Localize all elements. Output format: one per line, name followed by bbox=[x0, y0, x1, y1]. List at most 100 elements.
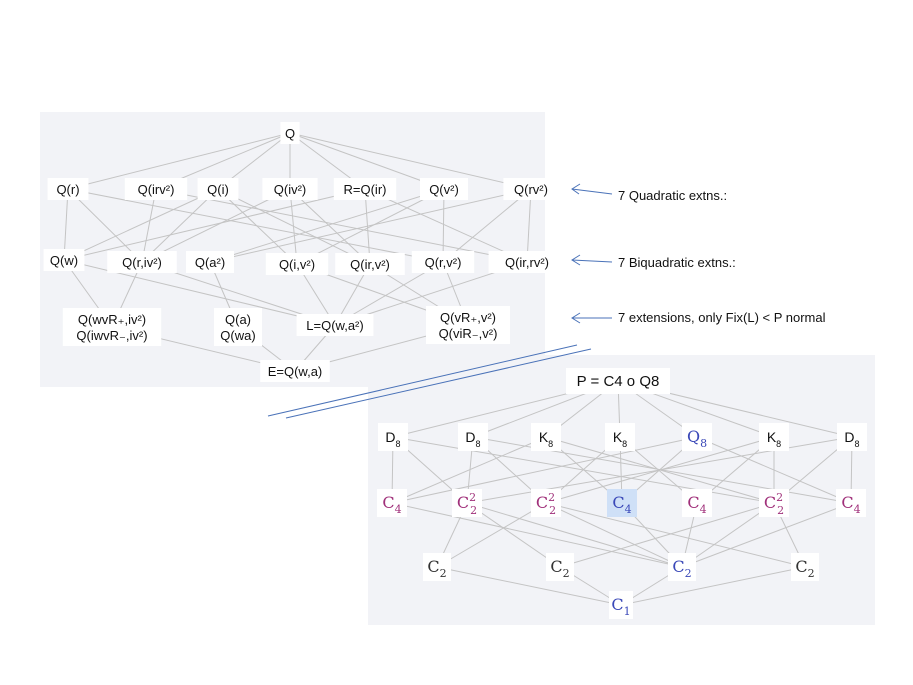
group-node-order8-label: D8 bbox=[465, 429, 480, 449]
quadratic-annotation: 7 Quadratic extns.: bbox=[618, 188, 727, 203]
group-lattice-edge bbox=[681, 502, 852, 568]
group-node-order8: K8 bbox=[605, 423, 635, 451]
group-node-order8: D8 bbox=[378, 423, 408, 451]
group-node-order4: C4 bbox=[607, 489, 637, 517]
field-node-quadratic: Q(r) bbox=[47, 178, 89, 200]
field-node-quadratic: Q(iv²) bbox=[262, 178, 318, 200]
field-lattice-edge bbox=[67, 188, 143, 263]
field-node-octic: Q(a)Q(wa) bbox=[214, 308, 262, 346]
group-node-order4-box bbox=[607, 489, 637, 517]
field-node-biquadratic-box bbox=[265, 253, 329, 275]
field-node-quadratic-label: Q(i) bbox=[207, 182, 229, 197]
group-lattice-edge bbox=[466, 502, 561, 568]
field-node-biquadratic-box bbox=[411, 251, 475, 273]
group-node-order2: C2 bbox=[791, 553, 819, 581]
field-node-biquadratic: Q(r,iv²) bbox=[107, 251, 177, 273]
field-lattice-edge bbox=[442, 188, 532, 263]
field-node-octic-label: L=Q(w,a²) bbox=[306, 318, 363, 333]
field-node-octic: L=Q(w,a²) bbox=[296, 314, 374, 336]
field-node-biquadratic-label: Q(r,v²) bbox=[425, 255, 462, 270]
group-node-order4-label: C4 bbox=[687, 493, 706, 516]
field-lattice-edge bbox=[526, 188, 532, 263]
group-node-order2-label: C2 bbox=[427, 557, 446, 580]
field-node-biquadratic-box bbox=[107, 251, 177, 273]
field-node-octic: Q(wvR₊,iv²)Q(iwvR₋,iv²) bbox=[62, 308, 162, 346]
group-node-order8-box bbox=[837, 423, 867, 451]
group-node-bottom-box bbox=[609, 591, 633, 619]
field-node-quadratic-box bbox=[47, 178, 89, 200]
field-node-top-box bbox=[280, 122, 300, 144]
field-node-biquadratic: Q(r,v²) bbox=[411, 251, 475, 273]
group-lattice-edge bbox=[620, 566, 806, 606]
field-node-bottom: E=Q(w,a) bbox=[260, 360, 330, 382]
field-lattice-edge bbox=[289, 132, 445, 190]
group-lattice-edge bbox=[436, 502, 547, 568]
field-node-quadratic-box bbox=[262, 178, 318, 200]
group-node-order8-box bbox=[605, 423, 635, 451]
group-node-top: P = C4 o Q8 bbox=[566, 368, 670, 394]
field-node-quadratic-box bbox=[333, 178, 397, 200]
group-node-order4-label: C4 bbox=[612, 493, 631, 516]
group-node-order2-label: C2 bbox=[795, 557, 814, 580]
group-node-order4-box bbox=[759, 489, 789, 517]
field-node-octic-box bbox=[214, 308, 262, 346]
field-node-quadratic-box bbox=[420, 178, 468, 200]
field-lattice-edge bbox=[296, 188, 445, 265]
field-node-octic-label: Q(wvR₊,iv²) bbox=[78, 312, 146, 327]
field-node-top: Q bbox=[280, 122, 300, 144]
group-node-order2-label: C2 bbox=[672, 557, 691, 580]
field-node-bottom-box bbox=[260, 360, 330, 382]
biquadratic-arrow bbox=[571, 254, 613, 266]
group-node-order2-box bbox=[668, 553, 696, 581]
field-node-octic-label: Q(vR₊,v²) bbox=[440, 310, 496, 325]
field-lattice-edge bbox=[217, 188, 371, 265]
group-node-order8: K8 bbox=[531, 423, 561, 451]
field-node-quadratic-label: Q(rv²) bbox=[514, 182, 548, 197]
field-lattice-edge bbox=[67, 132, 291, 190]
field-node-octic-label: Q(viR₋,v²) bbox=[439, 326, 498, 341]
field-node-quadratic-label: Q(iv²) bbox=[274, 182, 307, 197]
field-node-quadratic-box bbox=[503, 178, 559, 200]
group-node-order8-label: D8 bbox=[385, 429, 400, 449]
field-node-quadratic-box bbox=[197, 178, 239, 200]
group-lattice-edge bbox=[681, 502, 775, 568]
field-lattice-edge bbox=[155, 188, 528, 263]
group-node-order2-box bbox=[423, 553, 451, 581]
group-node-order2-box bbox=[791, 553, 819, 581]
field-node-biquadratic-box bbox=[43, 249, 85, 271]
group-lattice-edge bbox=[436, 566, 622, 606]
group-node-order4-box bbox=[377, 489, 407, 517]
field-node-octic-box bbox=[296, 314, 374, 336]
field-node-biquadratic-label: Q(i,v²) bbox=[279, 257, 315, 272]
field-node-biquadratic: Q(i,v²) bbox=[265, 253, 329, 275]
field-node-octic-box bbox=[62, 308, 162, 346]
field-lattice-edge bbox=[141, 188, 291, 263]
group-node-order8: K8 bbox=[759, 423, 789, 451]
quadratic-arrow bbox=[571, 183, 613, 195]
group-node-bottom: C1 bbox=[609, 591, 633, 619]
field-lattice-edge bbox=[209, 188, 445, 263]
field-lattice-nodes: QQ(r)Q(irv²)Q(i)Q(iv²)R=Q(ir)Q(v²)Q(rv²)… bbox=[43, 122, 566, 382]
group-node-order4: C4 bbox=[682, 489, 712, 517]
field-node-quadratic: Q(irv²) bbox=[124, 178, 188, 200]
field-lattice-edge bbox=[141, 188, 157, 263]
field-node-biquadratic-label: Q(w) bbox=[50, 253, 78, 268]
field-lattice-edge bbox=[209, 188, 532, 263]
field-lattice-edge bbox=[364, 188, 528, 263]
field-node-biquadratic-box bbox=[335, 253, 405, 275]
field-node-quadratic: Q(rv²) bbox=[503, 178, 559, 200]
field-node-octic-box bbox=[426, 306, 510, 344]
group-node-order2-box bbox=[546, 553, 574, 581]
group-node-order8-label: K8 bbox=[539, 429, 553, 449]
field-lattice-edge bbox=[63, 188, 366, 261]
group-node-top-label: P = C4 o Q8 bbox=[577, 373, 660, 390]
field-node-biquadratic: Q(w) bbox=[43, 249, 85, 271]
field-node-quadratic: R=Q(ir) bbox=[333, 178, 397, 200]
group-node-order8-box bbox=[759, 423, 789, 451]
group-node-bottom-label: C1 bbox=[611, 595, 630, 618]
